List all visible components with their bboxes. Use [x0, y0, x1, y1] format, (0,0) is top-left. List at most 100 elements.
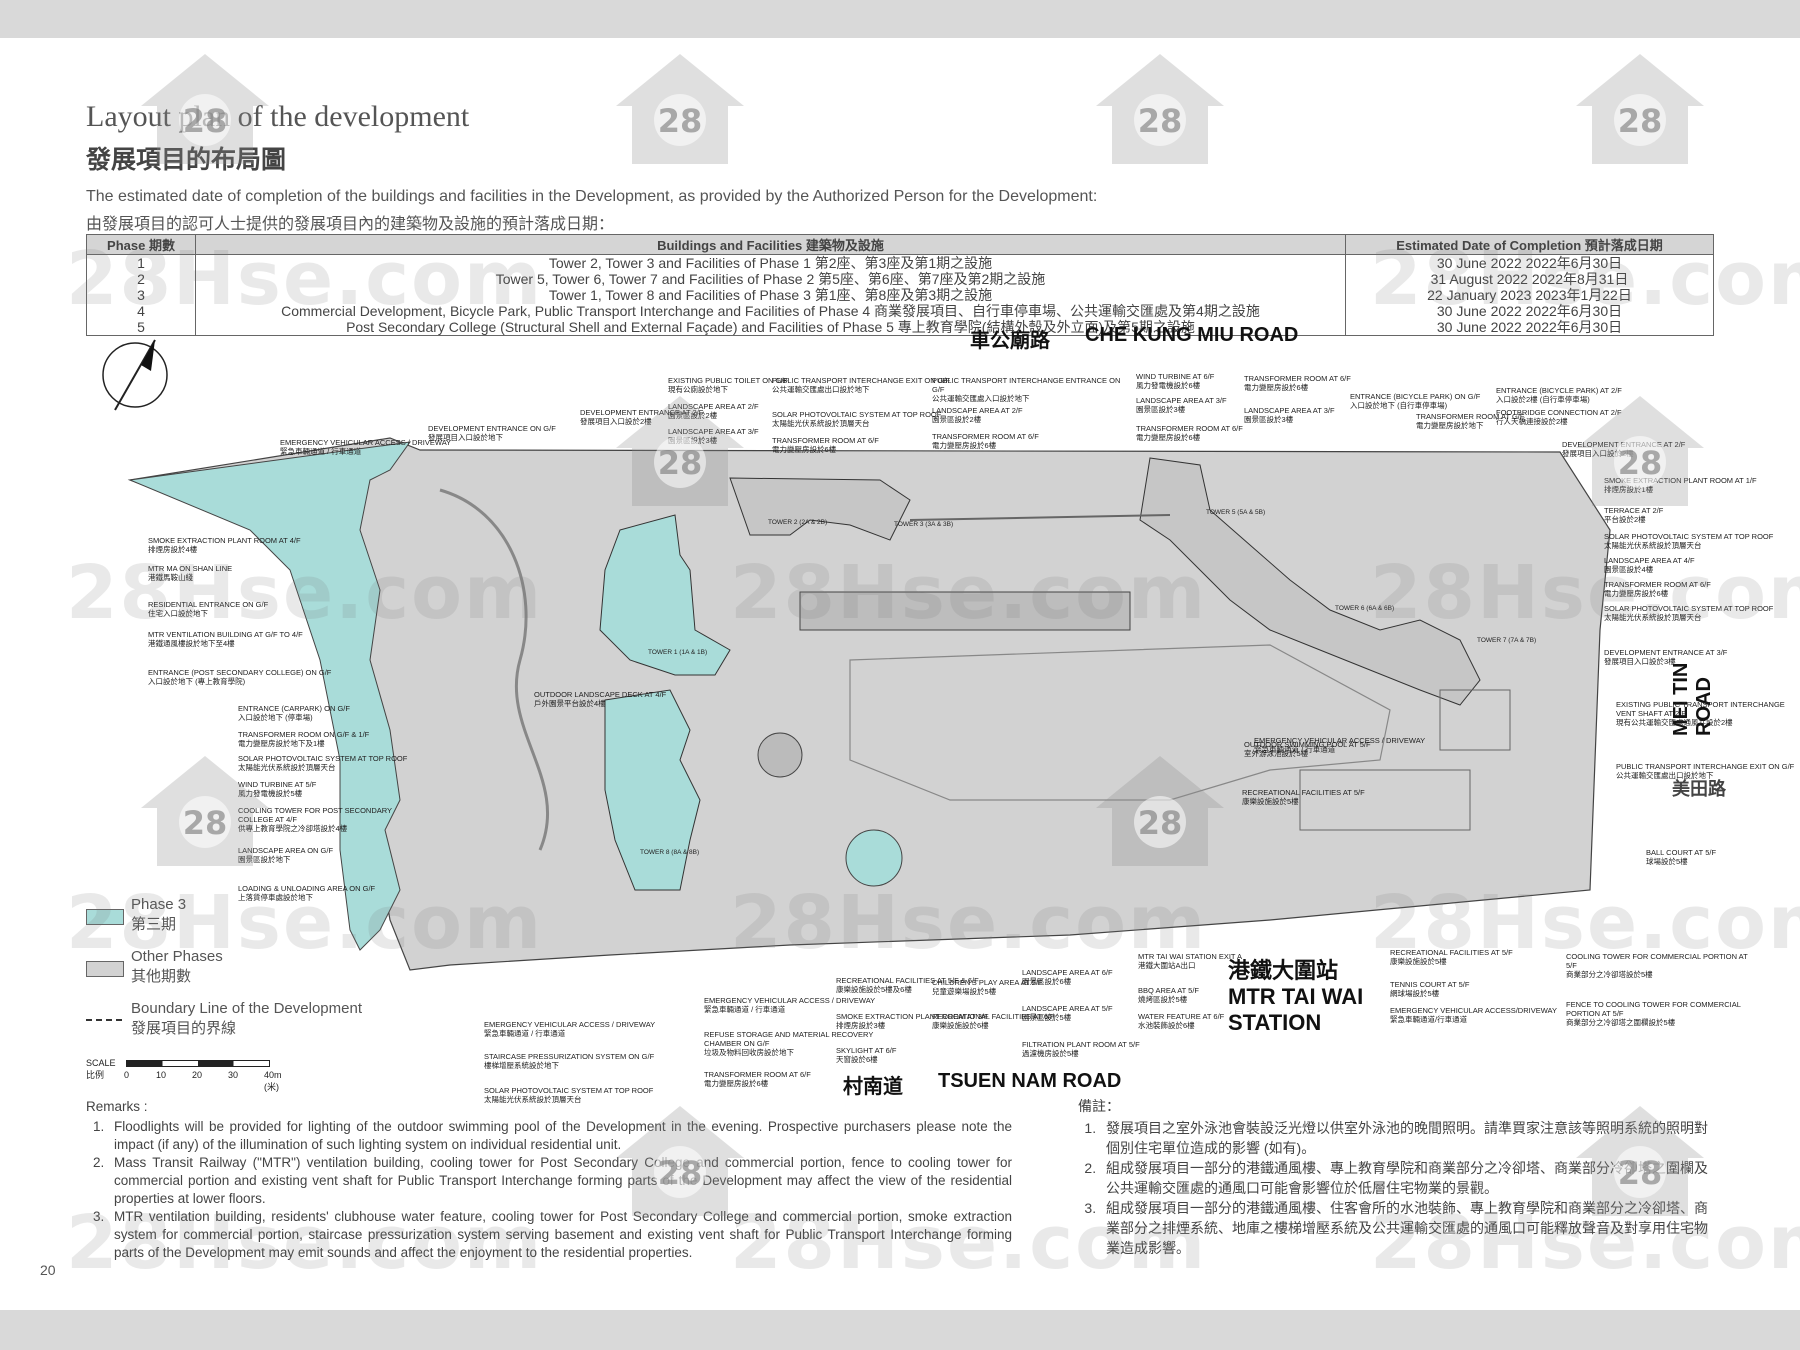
- plan-callout: REFUSE STORAGE AND MATERIAL RECOVERY CHA…: [704, 1030, 894, 1057]
- plan-callout-en: SOLAR PHOTOVOLTAIC SYSTEM AT TOP ROOF: [484, 1086, 654, 1095]
- plan-callout-zh: 戶外園景平台設於4樓: [534, 699, 606, 708]
- plan-callout-en: WIND TURBINE AT 6/F: [1136, 372, 1215, 381]
- plan-callout: ENTRANCE (POST SECONDARY COLLEGE) ON G/F…: [148, 668, 338, 686]
- plan-callout-en: TRANSFORMER ROOM AT 6/F: [1244, 374, 1351, 383]
- site-plan: 車公廟路 CHE KUNG MIU ROAD 村南道 TSUEN NAM ROA…: [90, 324, 1800, 1100]
- north-arrow: [102, 339, 168, 411]
- intro-en: The estimated date of completion of the …: [86, 188, 1098, 205]
- plan-callout-zh: 緊急車輛通道 / 行車通道: [484, 1029, 566, 1038]
- plan-callout-zh: 垃圾及物料回收房設於地下: [704, 1048, 794, 1057]
- plan-callout-zh: 太陽能光伏系統設於頂層天台: [484, 1095, 582, 1104]
- plan-callout-en: BALL COURT AT 5/F: [1646, 848, 1717, 857]
- watermark-house-icon: 28: [1576, 1106, 1704, 1216]
- header-completion-date: Estimated Date of Completion 預計落成日期: [1345, 234, 1714, 255]
- scale-bar: SCALE 比例 0 10 20 30 40m (米): [86, 1058, 282, 1092]
- watermark-house-icon: 28: [616, 396, 744, 506]
- plan-callout-en: EXISTING PUBLIC TOILET ON G/F: [668, 376, 789, 385]
- plan-callout-en: LANDSCAPE AREA AT 4/F: [1604, 556, 1695, 565]
- plan-callout: PUBLIC TRANSPORT INTERCHANGE EXIT ON G/F…: [1616, 762, 1800, 780]
- remarks-zh-heading: 備註：: [1078, 1098, 1120, 1114]
- mtr-tai-wai-station: 港鐵大圍站 MTR TAI WAI STATION: [1228, 958, 1363, 1036]
- plan-callout-en: TRANSFORMER ROOM AT 6/F: [772, 436, 879, 445]
- legend-phase3-zh: 第三期: [131, 916, 177, 933]
- plan-callout-en: PUBLIC TRANSPORT INTERCHANGE EXIT ON G/F: [1616, 762, 1795, 771]
- plan-callout-zh: 電力變壓房設於6樓: [1604, 589, 1669, 598]
- table-header-row: Phase 期數 Buildings and Facilities 建築物及設施…: [86, 234, 1714, 255]
- cell-completion-date: 30 June 2022 2022年6月30日: [1345, 319, 1714, 336]
- plan-callout-zh: 水池裝飾設於6樓: [1138, 1021, 1195, 1030]
- road-tsuen-nam-en: TSUEN NAM ROAD: [938, 1070, 1122, 1092]
- plan-callout-en: SMOKE EXTRACTION PLANT ROOM AT 1/F: [1604, 476, 1757, 485]
- watermark-badge-text: 28: [1138, 102, 1183, 140]
- plan-callout-en: FOOTBRIDGE CONNECTION AT 2/F: [1496, 408, 1622, 417]
- legend-other-en: Other Phases: [131, 948, 223, 965]
- remark-zh-item: 發展項目之室外泳池會裝設泛光燈以供室外泳池的晚間照明。請準買家注意該等照明系統的…: [1100, 1118, 1718, 1158]
- plan-callout-zh: 上落貨停車處設於地下: [238, 893, 313, 902]
- plan-callout-en: DEVELOPMENT ENTRANCE ON G/F: [428, 424, 556, 433]
- plan-callout-zh: 供專上教育學院之冷卻塔設於4樓: [238, 824, 348, 833]
- remark-item: Floodlights will be provided for lightin…: [108, 1118, 1012, 1154]
- plan-callout-zh: 電力變壓房設於6樓: [772, 445, 837, 454]
- watermark-house-icon: 28: [1576, 54, 1704, 164]
- plan-callout-zh: 發展項目入口設於地下: [428, 433, 503, 442]
- watermark-text: 28Hse.com: [66, 236, 544, 322]
- watermark-text: 28Hse.com: [66, 550, 544, 636]
- plan-callout-zh: 康樂設施設於5樓: [1390, 957, 1447, 966]
- watermark-text: 28Hse.com: [730, 880, 1208, 966]
- plan-callout-en: WATER FEATURE AT 6/F: [1138, 1012, 1225, 1021]
- scale-graphic: [126, 1060, 270, 1067]
- plan-callout-en: MTR TAI WAI STATION EXIT A: [1138, 952, 1243, 961]
- legend-phase3-en: Phase 3: [131, 896, 187, 913]
- scale-tick-10: 10: [156, 1070, 167, 1080]
- emergency-access-line: [909, 514, 1171, 521]
- plan-callout-en: PUBLIC TRANSPORT INTERCHANGE EXIT ON G/F: [772, 376, 951, 385]
- watermark-badge-text: 28: [183, 102, 228, 140]
- road-tsuen-nam-zh: 村南道: [843, 1076, 903, 1098]
- plan-callout: PUBLIC TRANSPORT INTERCHANGE EXIT ON G/F…: [772, 376, 962, 394]
- watermark-house-icon: 28: [141, 54, 269, 164]
- remarks-heading: Remarks :: [86, 1099, 148, 1114]
- plan-callout-en: FENCE TO COOLING TOWER FOR COMMERCIAL PO…: [1566, 1000, 1741, 1018]
- station-name-zh: 港鐵大圍站: [1228, 958, 1339, 983]
- watermark-badge-text: 28: [1138, 804, 1183, 842]
- plan-callout-zh: 太陽能光伏系統設於頂層天台: [772, 419, 870, 428]
- plan-callout: COOLING TOWER FOR COMMERCIAL PORTION AT …: [1566, 952, 1756, 979]
- plan-callout-zh: 行人天橋連接設於2樓: [1496, 417, 1568, 426]
- plan-callout-en: TENNIS COURT AT 5/F: [1390, 980, 1470, 989]
- tower-label: TOWER 1 (1A & 1B): [648, 649, 708, 656]
- plan-callout-en: LANDSCAPE AREA AT 3/F: [668, 427, 759, 436]
- ball-court: [1439, 689, 1511, 751]
- watermark-house-icon: 28: [1096, 54, 1224, 164]
- podium-block: [799, 591, 1131, 631]
- watermark-house-icon: 28: [141, 756, 269, 866]
- plan-callout-zh: 平台設於2樓: [1604, 515, 1646, 524]
- plan-callout-en: CHILDREN'S PLAY AREA AT 5/F: [932, 978, 1043, 987]
- plan-callout-en: COOLING TOWER FOR COMMERCIAL PORTION AT …: [1566, 952, 1748, 970]
- legend-swatch-boundary: [86, 1019, 122, 1021]
- scale-tick-30: 30: [228, 1070, 239, 1080]
- plan-callout-zh: 太陽能光伏系統設於頂層天台: [1604, 541, 1702, 550]
- plan-callout-zh: 康樂設施設於6樓: [932, 1021, 989, 1030]
- plan-callout-zh: 園景區設於4樓: [1604, 565, 1654, 574]
- watermark-badge-text: 28: [1618, 1154, 1663, 1192]
- plan-callout-zh: 緊急車輛通道 / 行車通道: [280, 447, 362, 456]
- plan-callout-en: TRANSFORMER ROOM AT G/F: [1416, 412, 1525, 421]
- plan-callout-zh: 園景區設於3樓: [1136, 405, 1186, 414]
